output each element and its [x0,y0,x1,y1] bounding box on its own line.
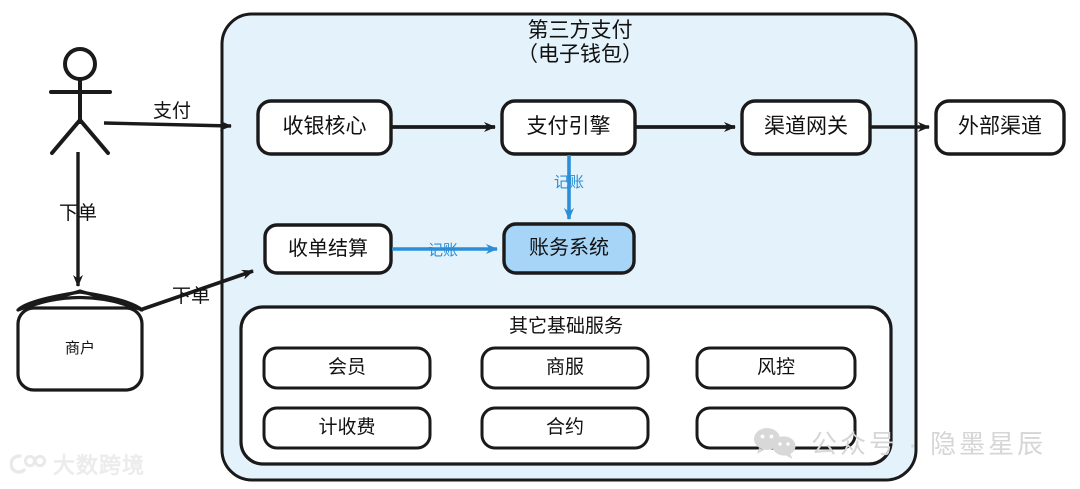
node-acquiring-settlement[interactable] [263,223,393,275]
base-service-box-2[interactable] [695,346,857,390]
node-accounting-system[interactable] [502,222,636,275]
edge-merchant-to-acquiring-settlement [139,269,254,312]
node-cashier-core[interactable] [256,99,393,156]
base-service-box-0[interactable] [262,346,432,390]
node-external-channel[interactable] [934,99,1066,156]
edge-user-to-cashier-core [103,120,232,131]
user-actor [49,47,112,155]
base-service-box-3[interactable] [262,406,432,450]
base-service-box-5[interactable] [695,406,857,450]
base-service-box-1[interactable] [480,346,650,390]
node-payment-engine[interactable] [500,99,637,156]
base-service-box-4[interactable] [480,406,650,450]
node-channel-gateway[interactable] [740,99,872,156]
merchant-actor [16,289,144,392]
